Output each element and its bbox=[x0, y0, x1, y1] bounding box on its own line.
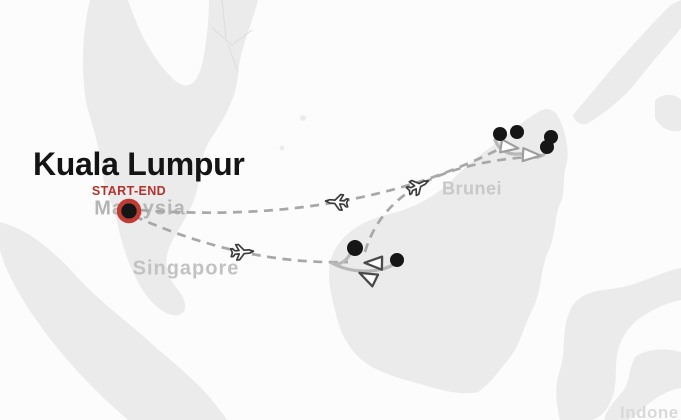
destination-dots bbox=[347, 125, 558, 267]
start-end-marker-core bbox=[121, 203, 137, 219]
flight-route-borneo-to-sabah bbox=[363, 155, 529, 253]
route-arrow-icon bbox=[363, 255, 384, 271]
landmass-palawan-chain bbox=[573, 0, 681, 132]
destination-dot bbox=[540, 140, 554, 154]
landmass-sulawesi bbox=[556, 268, 681, 420]
destination-dot bbox=[347, 240, 363, 256]
flight-routes bbox=[133, 144, 529, 264]
region-label-brunei: Brunei bbox=[441, 178, 503, 199]
route-arrow-icon bbox=[358, 271, 380, 288]
landmass-borneo bbox=[329, 109, 568, 394]
flight-route-return-to-kl bbox=[139, 144, 506, 214]
destination-dot bbox=[493, 127, 507, 141]
landmass-indochina-peninsula bbox=[83, 0, 258, 316]
region-label-singapore: Singapore bbox=[132, 257, 240, 280]
start-end-marker-ring bbox=[116, 198, 142, 224]
route-direction-arrows bbox=[358, 138, 542, 288]
landmass-sumatra bbox=[0, 222, 227, 420]
start-end-marker bbox=[116, 198, 142, 224]
destination-dot bbox=[510, 125, 524, 139]
airplane-icon bbox=[405, 179, 430, 197]
small-island bbox=[300, 115, 306, 121]
route-arrow-icon bbox=[499, 138, 520, 154]
small-island bbox=[279, 145, 285, 151]
gulf-of-thailand bbox=[128, 0, 209, 86]
airplane-icons bbox=[229, 179, 430, 261]
airplane-icon bbox=[229, 243, 255, 261]
route-arrow-icon bbox=[521, 146, 542, 163]
airplane-icon bbox=[324, 193, 350, 211]
region-label-indonesia: Indone bbox=[620, 403, 679, 420]
destination-dot bbox=[390, 253, 404, 267]
